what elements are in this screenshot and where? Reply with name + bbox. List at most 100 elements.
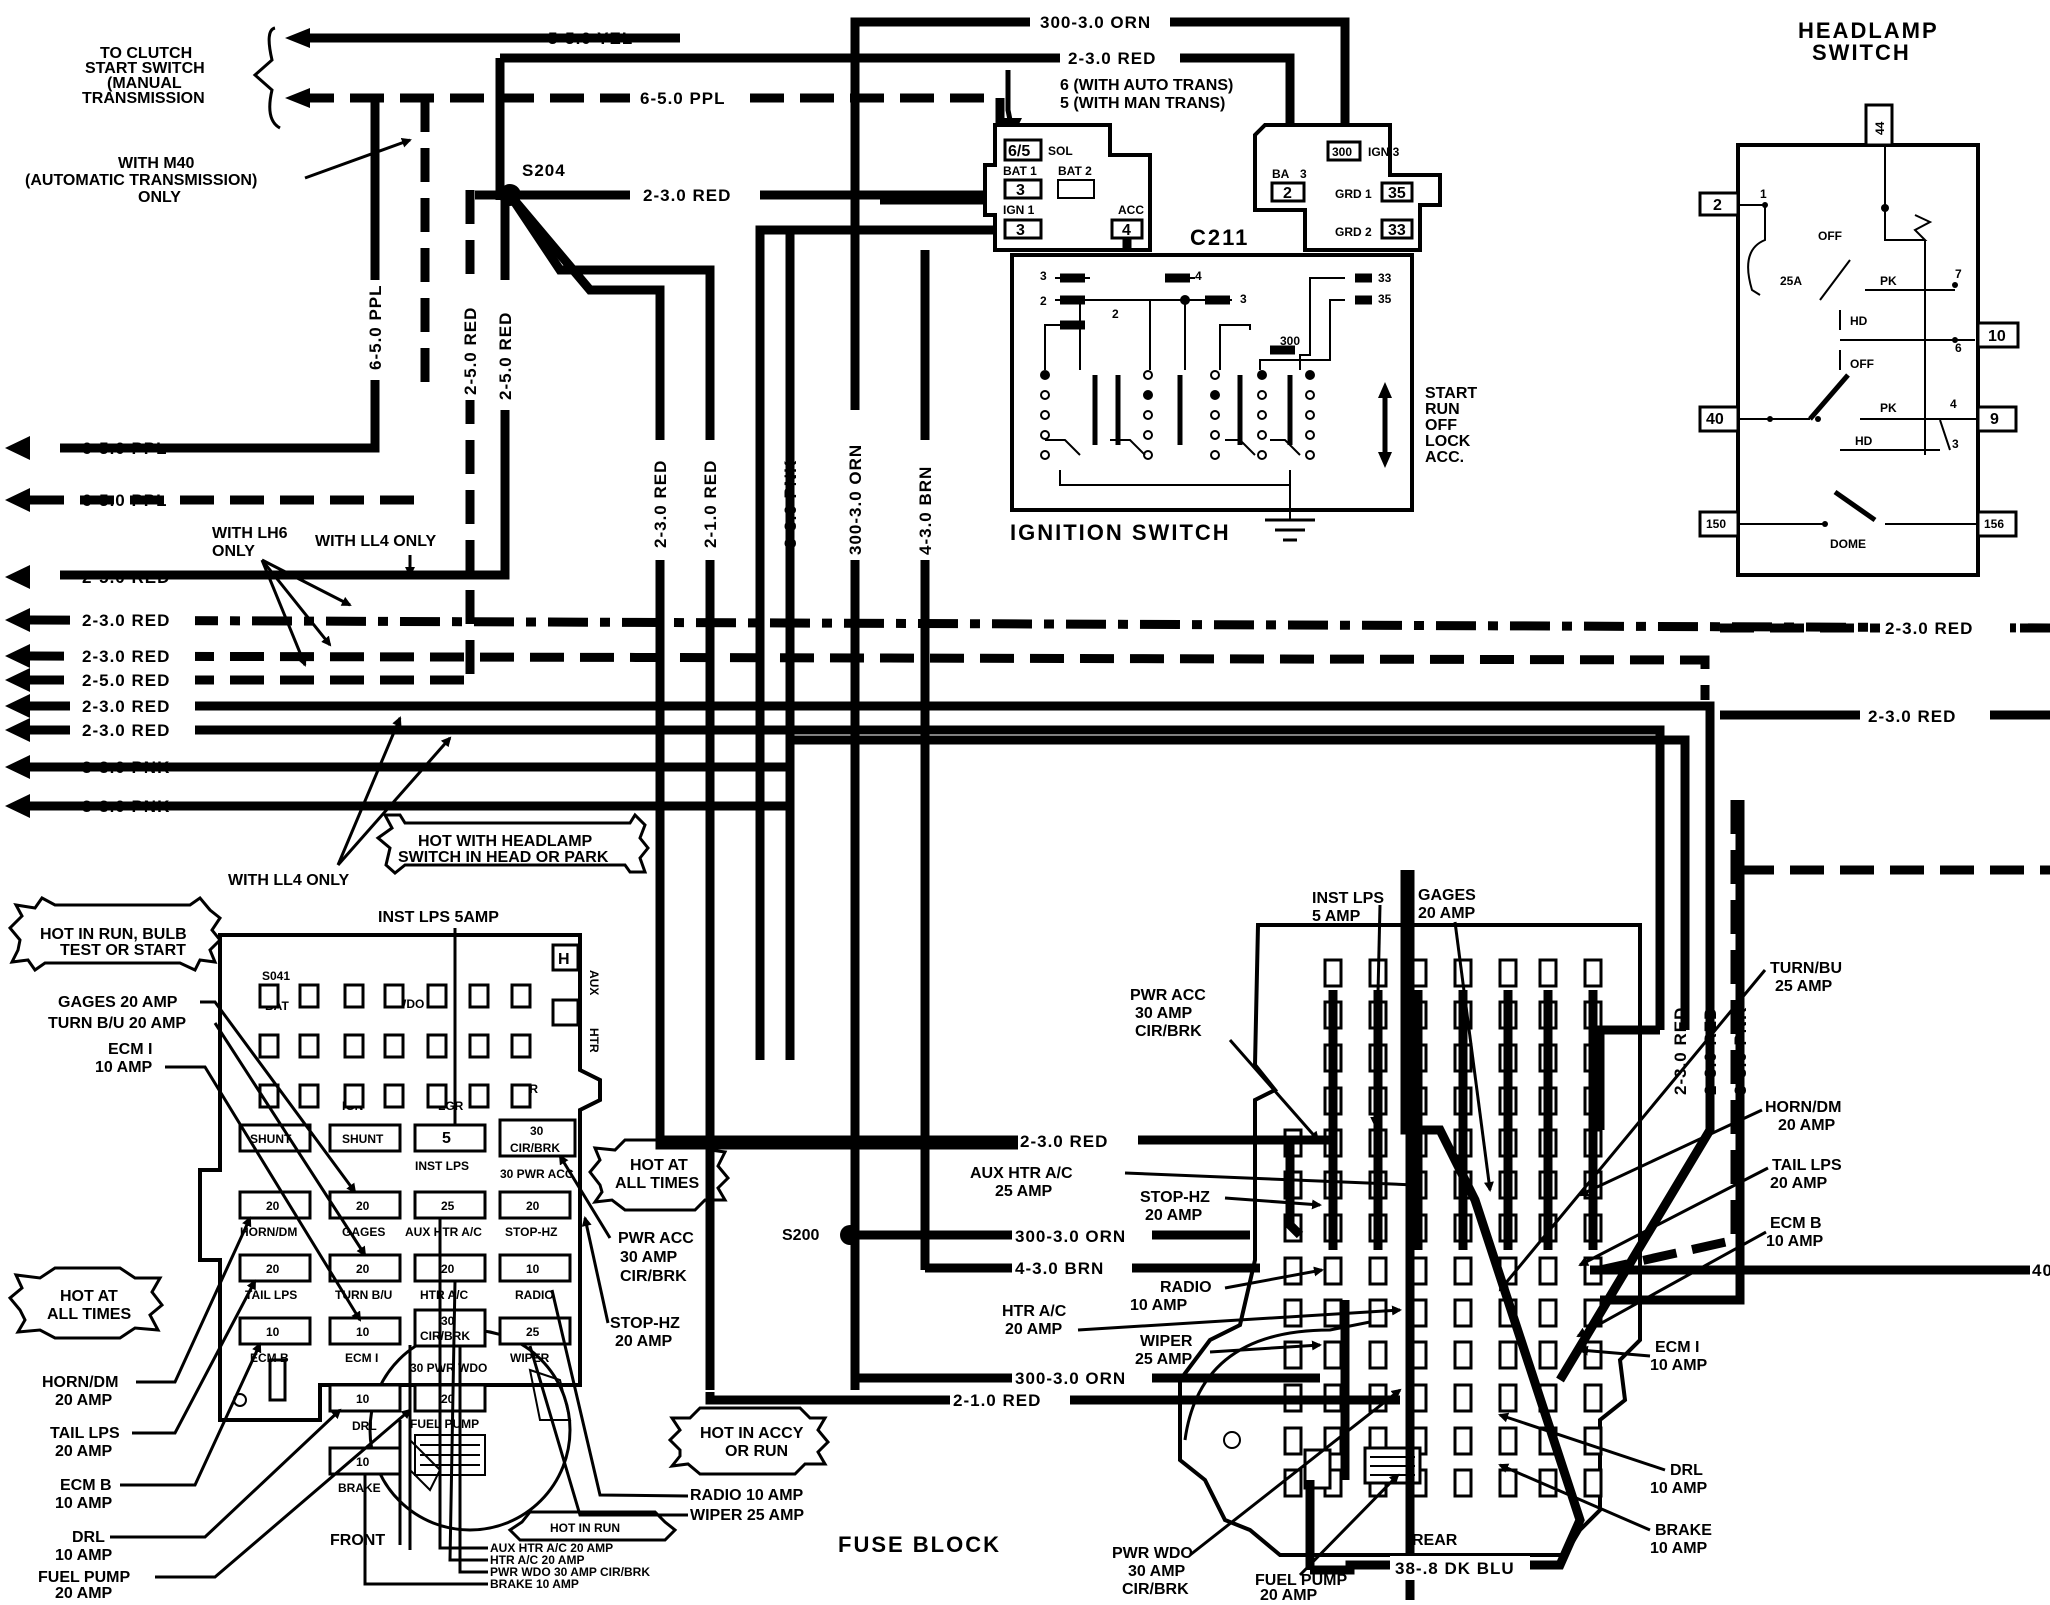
- svg-text:6-5.0 PPL: 6-5.0 PPL: [82, 491, 168, 510]
- fuse-contact: [1453, 1340, 1473, 1370]
- svg-text:PK: PK: [1880, 274, 1897, 288]
- svg-text:HOT AT: HOT AT: [60, 1288, 118, 1305]
- svg-text:20 AMP: 20 AMP: [1778, 1117, 1836, 1134]
- fuse-contact: [383, 1083, 405, 1109]
- fuse-contact: [510, 1033, 532, 1059]
- fuse-contact: [1323, 1340, 1343, 1370]
- c211-label: C211: [1190, 225, 1249, 250]
- svg-text:4-3.0 BRN: 4-3.0 BRN: [916, 466, 935, 555]
- svg-text:GAGES: GAGES: [1418, 887, 1476, 904]
- svg-text:PK: PK: [1880, 401, 1897, 415]
- fuse-contact: [298, 1083, 320, 1109]
- svg-text:SHUNT: SHUNT: [342, 1132, 384, 1146]
- svg-text:20 AMP: 20 AMP: [1770, 1175, 1828, 1192]
- svg-text:20: 20: [266, 1199, 280, 1213]
- svg-text:10: 10: [1988, 328, 2006, 345]
- svg-text:FUEL PUMP: FUEL PUMP: [38, 1569, 130, 1586]
- svg-text:ONLY: ONLY: [138, 189, 181, 206]
- fuse-block-wires: 2-3.0 RED S200 300-3.0 ORN 4-3.0 BRN 300…: [660, 800, 2050, 1600]
- svg-text:LOCK: LOCK: [1425, 433, 1471, 450]
- svg-text:20: 20: [356, 1199, 370, 1213]
- fuse-contact: [298, 1033, 320, 1059]
- svg-text:300-3.0 ORN: 300-3.0 ORN: [1015, 1227, 1126, 1246]
- svg-text:ALL TIMES: ALL TIMES: [47, 1306, 131, 1323]
- svg-text:START: START: [1425, 385, 1477, 402]
- svg-text:OFF: OFF: [1818, 229, 1842, 243]
- svg-text:2-3.0 RED: 2-3.0 RED: [651, 460, 670, 548]
- svg-text:33: 33: [1378, 271, 1392, 285]
- svg-text:6/5: 6/5: [1008, 143, 1030, 160]
- svg-text:GRD 2: GRD 2: [1335, 225, 1372, 239]
- svg-text:6-5.0 PPL: 6-5.0 PPL: [82, 439, 168, 458]
- svg-text:2: 2: [1713, 197, 1722, 214]
- svg-text:33: 33: [1388, 222, 1406, 239]
- svg-text:3: 3: [1240, 292, 1247, 306]
- svg-text:WITH LH6: WITH LH6: [212, 525, 288, 542]
- fuse-contact: [1583, 1468, 1603, 1498]
- wire-label-red-s204: 2-3.0 RED: [643, 186, 731, 205]
- svg-text:HD: HD: [1850, 314, 1868, 328]
- svg-text:10 AMP: 10 AMP: [1650, 1357, 1708, 1374]
- vertical-wires-left: 6-5.0 PPL 2-5.0 RED 2-5.0 RED S204: [30, 98, 1050, 1390]
- big-block-labels: INST LPS 5 AMP GAGES 20 AMP TURN/BU 25 A…: [970, 887, 1842, 1604]
- svg-text:AUX HTR A/C: AUX HTR A/C: [970, 1165, 1073, 1182]
- fuse-contact: [1583, 1383, 1603, 1413]
- svg-text:10 AMP: 10 AMP: [1130, 1297, 1188, 1314]
- fuse-contact: [426, 1083, 448, 1109]
- svg-text:35: 35: [1378, 292, 1392, 306]
- svg-text:AUX: AUX: [587, 970, 601, 995]
- svg-text:ECM B: ECM B: [1770, 1215, 1822, 1232]
- fuse-contact: [1538, 1298, 1558, 1328]
- svg-text:20 AMP: 20 AMP: [55, 1392, 113, 1409]
- svg-text:35: 35: [1388, 185, 1406, 202]
- fuse-contact: [1453, 1468, 1473, 1498]
- svg-text:DRL: DRL: [72, 1529, 105, 1546]
- svg-text:10: 10: [356, 1455, 370, 1469]
- svg-text:RADIO: RADIO: [1160, 1279, 1212, 1296]
- svg-text:REAR: REAR: [1412, 1532, 1458, 1549]
- svg-text:3-3.0 PNK: 3-3.0 PNK: [82, 758, 170, 777]
- svg-text:38-.8 DK BLU: 38-.8 DK BLU: [1395, 1559, 1515, 1578]
- fuse-contact: [1583, 1340, 1603, 1370]
- svg-text:7: 7: [1955, 267, 1962, 281]
- svg-text:CIR/BRK: CIR/BRK: [1122, 1581, 1189, 1598]
- svg-text:10 AMP: 10 AMP: [1650, 1480, 1708, 1497]
- fuse-contact: [1538, 1256, 1558, 1286]
- svg-text:156: 156: [1984, 517, 2004, 531]
- wire-label-orn-top: 300-3.0 ORN: [1040, 13, 1151, 32]
- svg-text:HORN/DM: HORN/DM: [240, 1225, 297, 1239]
- svg-text:BRAKE: BRAKE: [338, 1481, 381, 1495]
- svg-text:3: 3: [1040, 269, 1047, 283]
- fuse-contact: [1283, 1426, 1303, 1456]
- svg-text:TAIL LPS: TAIL LPS: [50, 1425, 120, 1442]
- svg-text:HORN/DM: HORN/DM: [42, 1374, 118, 1391]
- svg-text:20: 20: [266, 1262, 280, 1276]
- fuse-contact: [258, 983, 280, 1009]
- svg-text:300-3.0 ORN: 300-3.0 ORN: [846, 444, 865, 555]
- fuse-contact: [1498, 958, 1518, 988]
- headlamp-switch: HEADLAMP SWITCH 44 2 1 OFF 25A PK 7 HD 6…: [1698, 18, 2020, 577]
- svg-text:3: 3: [1016, 182, 1025, 199]
- svg-text:HORN/DM: HORN/DM: [1765, 1099, 1841, 1116]
- svg-text:TAIL LPS: TAIL LPS: [1772, 1157, 1842, 1174]
- right-red-2: 2-3.0 RED: [1868, 707, 1956, 726]
- svg-text:10: 10: [526, 1262, 540, 1276]
- svg-text:WIPER 25 AMP: WIPER 25 AMP: [690, 1507, 804, 1524]
- svg-text:GAGES 20 AMP: GAGES 20 AMP: [58, 994, 178, 1011]
- svg-text:ECM B: ECM B: [60, 1477, 112, 1494]
- svg-text:TO CLUTCH: TO CLUTCH: [100, 45, 192, 62]
- svg-text:OFF: OFF: [1425, 417, 1457, 434]
- fuse-contact: [1498, 1383, 1518, 1413]
- svg-text:WITH LL4 ONLY: WITH LL4 ONLY: [315, 533, 437, 550]
- ignition-switch-title: IGNITION SWITCH: [1010, 520, 1231, 545]
- svg-text:AUX HTR A/C 20 AMP: AUX HTR A/C 20 AMP: [490, 1541, 613, 1555]
- svg-text:FUEL PUMP: FUEL PUMP: [1255, 1572, 1347, 1589]
- svg-text:DOME: DOME: [1830, 537, 1866, 551]
- svg-text:OFF: OFF: [1850, 357, 1874, 371]
- svg-text:WIPER: WIPER: [1140, 1333, 1193, 1350]
- svg-text:2-5.0 RED: 2-5.0 RED: [82, 671, 170, 690]
- svg-text:20: 20: [441, 1392, 455, 1406]
- svg-text:WITH LL4 ONLY: WITH LL4 ONLY: [228, 872, 350, 889]
- svg-text:TURN/BU: TURN/BU: [1770, 960, 1842, 977]
